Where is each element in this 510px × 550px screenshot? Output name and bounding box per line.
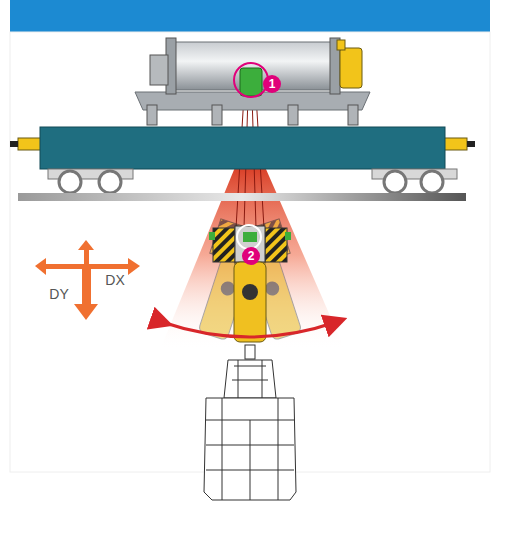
- header-banner: [10, 0, 490, 32]
- callout-number: 2: [242, 247, 260, 265]
- callout-number: 1: [263, 75, 281, 93]
- hook-block-ghost: [226, 219, 314, 345]
- rope-fan: [160, 160, 345, 350]
- swing-arrow: [162, 322, 336, 337]
- hook-block: [209, 225, 291, 342]
- axis-arrows: [35, 240, 140, 320]
- axis-label: DY: [44, 286, 74, 302]
- trolley: [135, 38, 370, 125]
- bridge-girder: [10, 127, 475, 201]
- hook-block-ghost: [186, 219, 274, 345]
- axis-label: DX: [100, 272, 130, 288]
- grab-load: [204, 345, 296, 500]
